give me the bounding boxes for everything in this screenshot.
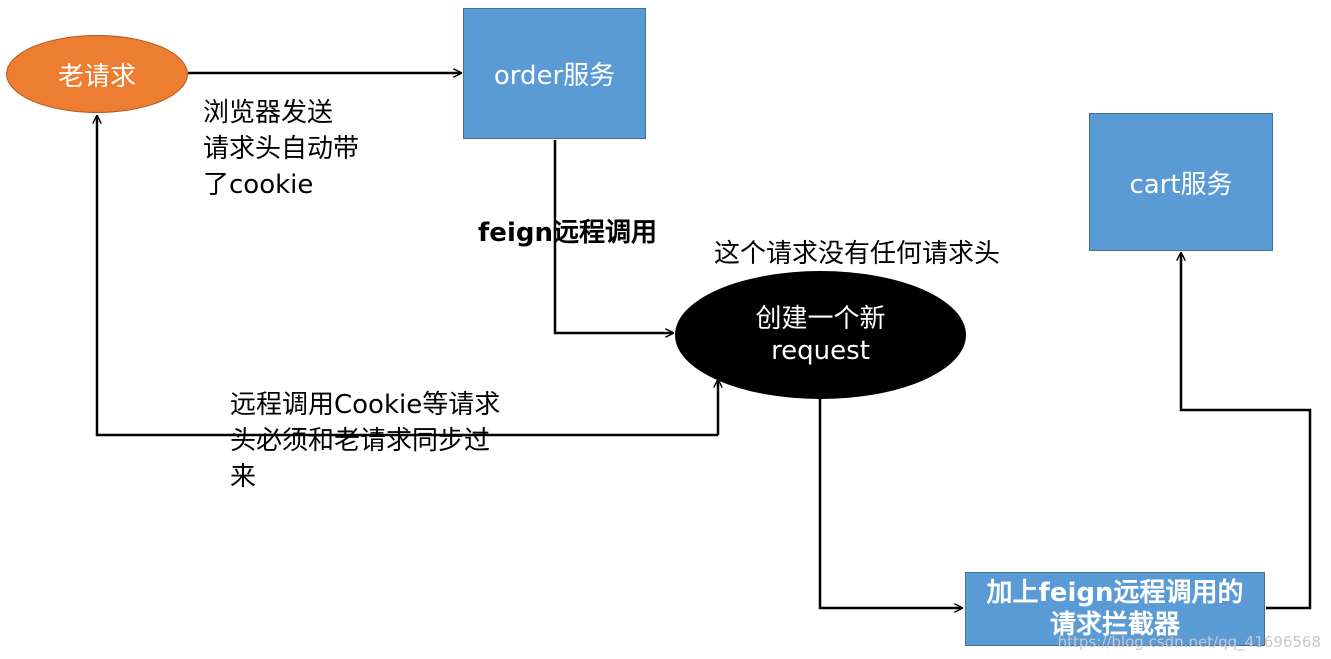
interceptor-label-line2: 请求拦截器 [1049,610,1180,640]
cookie-sync-note: 远程调用Cookie等请求 头必须和老请求同步过 来 [230,390,501,492]
order-service-node: order服务 [463,8,646,139]
new-request-node: 创建一个新 request [675,271,966,399]
browser-cookie-note: 浏览器发送 请求头自动带 了cookie [203,98,360,200]
cart-service-label: cart服务 [1129,169,1233,200]
order-service-label: order服务 [493,61,616,91]
old-request-node: 老请求 [6,35,188,113]
cart-service-node: cart服务 [1089,113,1273,251]
old-request-label: 老请求 [57,61,136,92]
arrow-interceptor-to-cart [1181,253,1312,610]
arrow-sync-cookie [97,116,718,437]
arrow-order-to-new-request [553,140,673,333]
watermark: https://blog.csdn.net/qq_41696568 [1057,633,1321,651]
interceptor-label-line1: 加上feign远程调用的 [986,578,1244,608]
new-request-label-line1: 创建一个新 [755,304,886,334]
new-request-label-line2: request [771,336,870,366]
interceptor-node: 加上feign远程调用的 请求拦截器 [965,572,1265,646]
no-header-note: 这个请求没有任何请求头 [714,239,1001,269]
feign-call-label: feign远程调用 [478,218,657,248]
arrow-new-request-to-interceptor [818,399,962,608]
